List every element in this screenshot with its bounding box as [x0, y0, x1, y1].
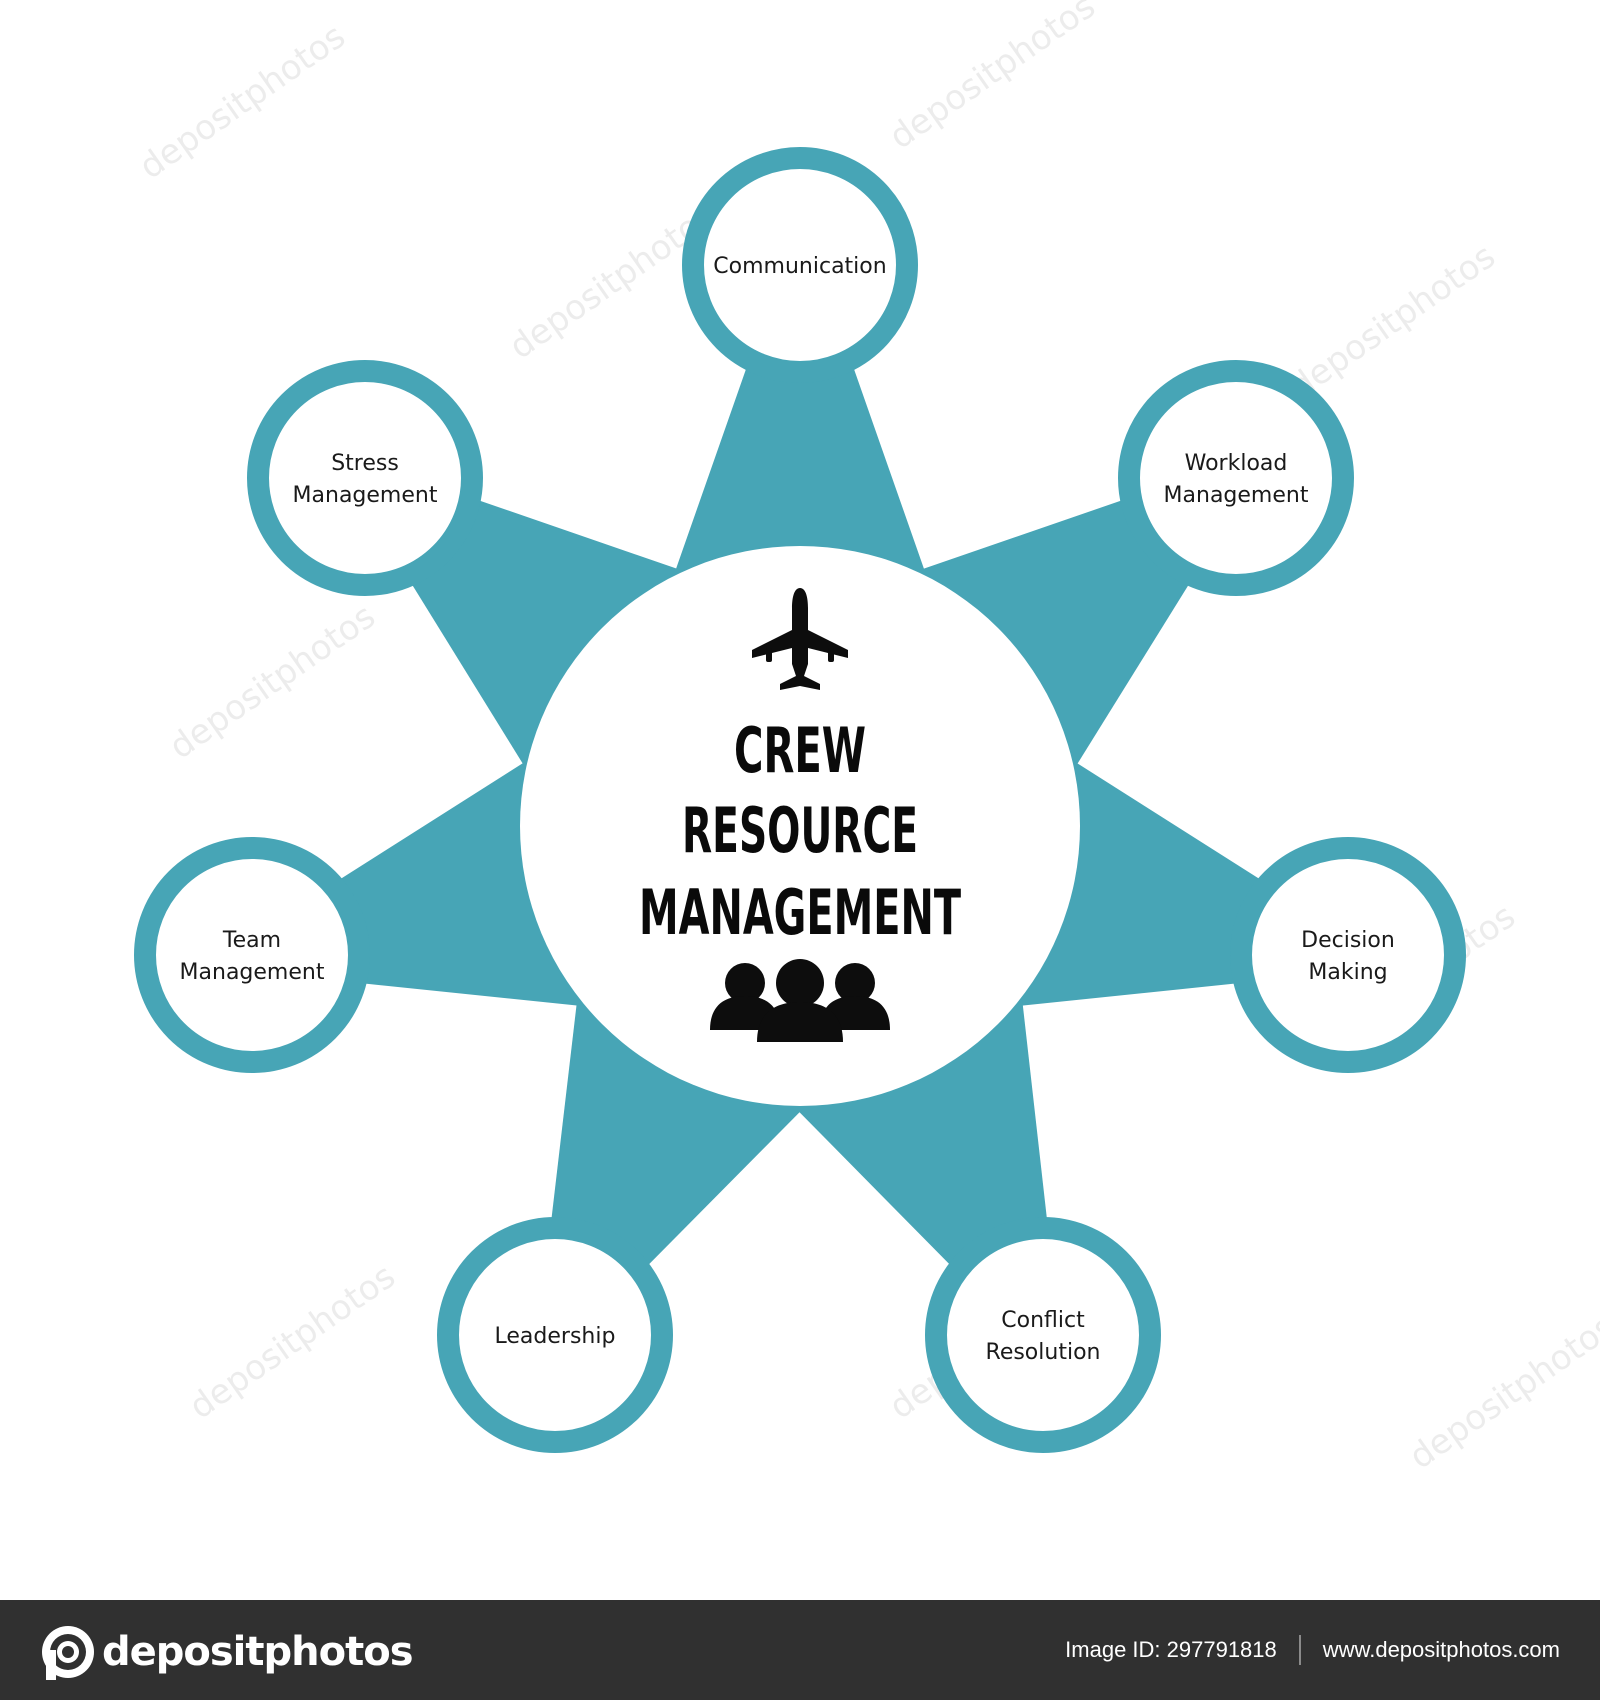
concept-nodes: CommunicationWorkloadManagementDecisionM… — [134, 147, 1466, 1453]
image-id: Image ID: 297791818 — [1065, 1637, 1277, 1662]
depositphotos-logo-icon — [42, 1626, 94, 1680]
node-communication: Communication — [682, 147, 918, 383]
watermark-text: depositphotos — [162, 596, 382, 767]
footer-divider — [1298, 1635, 1301, 1665]
connector-arm-conflict-resolution — [786, 986, 1049, 1278]
node-ring — [925, 1217, 1161, 1453]
brand-name: depositphotos — [102, 1629, 414, 1675]
center-title-line-1: CREW — [734, 714, 866, 787]
site-url[interactable]: www.depositphotos.com — [1322, 1637, 1560, 1662]
center-circle — [520, 546, 1080, 1106]
watermark-text: depositphotos — [182, 1256, 402, 1427]
connector-arms — [325, 352, 1275, 1278]
watermark-text: depositphotos — [882, 0, 1102, 157]
node-ring — [437, 1217, 673, 1453]
watermark-text: depositphotos — [1402, 1306, 1600, 1477]
connector-arm-workload-management — [906, 494, 1198, 778]
node-label-workload-management-line-1: Workload — [1185, 451, 1288, 476]
node-label-stress-management-line-2: Management — [293, 483, 438, 508]
center-title-line-3: MANAGEMENT — [639, 876, 961, 949]
node-ring — [247, 360, 483, 596]
node-ring — [682, 147, 918, 383]
connector-arm-communication — [670, 352, 930, 586]
node-label-conflict-resolution-line-1: Conflict — [1001, 1308, 1085, 1333]
node-leadership: Leadership — [437, 1217, 673, 1453]
node-ring — [1230, 837, 1466, 1073]
watermark-text: depositphotos — [132, 16, 352, 187]
node-label-stress-management-line-1: Stress — [331, 451, 399, 476]
node-label-conflict-resolution-line-2: Resolution — [986, 1340, 1101, 1365]
connector-arm-stress-management — [402, 494, 694, 778]
node-ring — [134, 837, 370, 1073]
node-ring — [1118, 360, 1354, 596]
crm-diagram: depositphotos depositphotos depositphotos d… — [132, 0, 1600, 1477]
center-hub: CREW RESOURCE MANAGEMENT — [520, 546, 1080, 1106]
node-label-decision-making-line-2: Making — [1308, 960, 1387, 985]
airplane-icon — [752, 588, 848, 690]
node-label-team-management-line-2: Management — [180, 960, 325, 985]
node-label-team-management-line-1: Team — [222, 928, 281, 953]
node-label-leadership-line-1: Leadership — [495, 1324, 616, 1349]
footer-bar: depositphotos Image ID: 297791818 www.de… — [0, 1600, 1600, 1700]
node-label-workload-management-line-2: Management — [1164, 483, 1309, 508]
connector-arm-leadership — [549, 985, 814, 1278]
brand[interactable]: depositphotos — [40, 1624, 414, 1680]
footer-info: Image ID: 297791818 www.depositphotos.co… — [1065, 1600, 1560, 1700]
node-label-decision-making-line-1: Decision — [1301, 928, 1395, 953]
watermark-text: depositphotos — [1282, 236, 1502, 407]
node-label-communication-line-1: Communication — [713, 254, 886, 279]
people-group-icon — [710, 959, 890, 1042]
center-title-line-2: RESOURCE — [682, 794, 918, 867]
